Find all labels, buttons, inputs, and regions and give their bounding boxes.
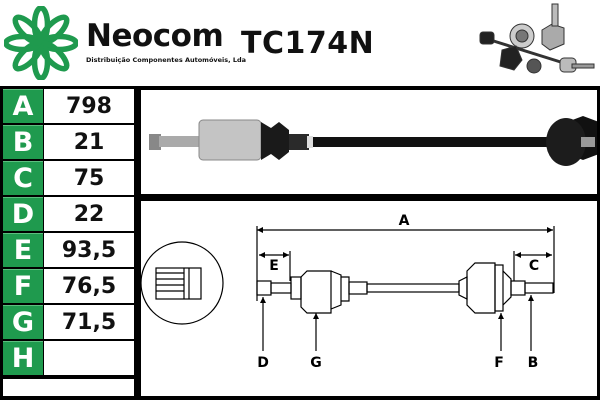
spec-letter: A	[3, 89, 43, 123]
spec-row-f: F 76,5	[3, 269, 134, 303]
spec-row-g: G 71,5	[3, 305, 134, 339]
label-b: B	[528, 355, 539, 371]
label-d: D	[257, 355, 269, 371]
label-f: F	[494, 355, 504, 371]
spec-value: 75	[44, 161, 134, 195]
spec-row-h: H	[3, 341, 134, 375]
spec-row-a: A 798	[3, 89, 134, 123]
spec-letter: F	[3, 269, 43, 303]
label-e: E	[269, 258, 279, 274]
spec-value: 76,5	[44, 269, 134, 303]
spec-letter: G	[3, 305, 43, 339]
product-photo-panel	[141, 90, 599, 194]
spec-footer	[3, 379, 134, 396]
product-photo-icon	[479, 3, 595, 74]
part-number: TC174N	[241, 26, 375, 61]
spec-value	[44, 341, 134, 375]
dimension-diagram: A E C D G F B	[140, 213, 555, 371]
spec-letter: C	[3, 161, 43, 195]
dimension-diagram-panel: A E C D G F B	[140, 201, 597, 396]
spec-row-d: D 22	[3, 197, 134, 231]
spec-letter: H	[3, 341, 43, 375]
brand-name: Neocom	[86, 18, 224, 54]
spec-letter: D	[3, 197, 43, 231]
spec-row-e: E 93,5	[3, 233, 134, 267]
spec-value: 798	[44, 89, 134, 123]
spec-letter: B	[3, 125, 43, 159]
spec-letter: E	[3, 233, 43, 267]
spec-row-b: B 21	[3, 125, 134, 159]
spec-value: 71,5	[44, 305, 134, 339]
label-c: C	[529, 258, 539, 274]
label-g: G	[310, 355, 322, 371]
header: Neocom Distribuição Componentes Automóve…	[0, 0, 600, 86]
label-a: A	[399, 213, 410, 229]
spec-value: 22	[44, 197, 134, 231]
spec-row-c: C 75	[3, 161, 134, 195]
neocom-logo-icon	[4, 6, 78, 80]
spec-value: 93,5	[44, 233, 134, 267]
spec-value: 21	[44, 125, 134, 159]
drive-shaft-photo-icon	[149, 116, 599, 166]
brand-tagline: Distribuição Componentes Automóveis, Lda	[86, 56, 247, 64]
